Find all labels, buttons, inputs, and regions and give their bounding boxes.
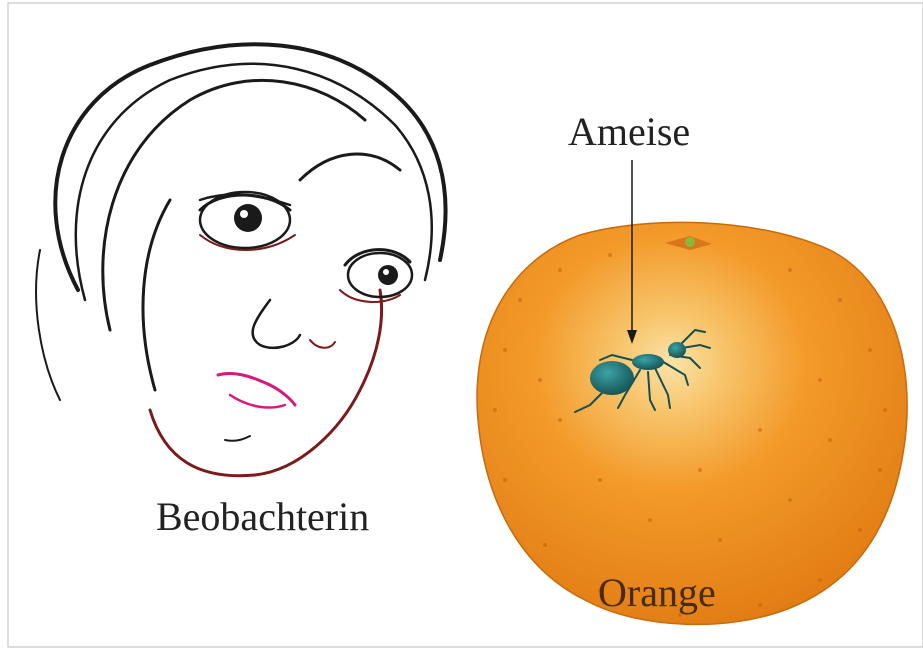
orange-fruit-drawing [477, 222, 907, 624]
lips [218, 373, 295, 405]
observer-face-drawing [36, 44, 445, 475]
nose [253, 300, 300, 348]
orange-label: Orange [598, 573, 716, 613]
ant-label: Ameise [568, 112, 690, 152]
observer-label: Beobachterin [156, 497, 369, 537]
